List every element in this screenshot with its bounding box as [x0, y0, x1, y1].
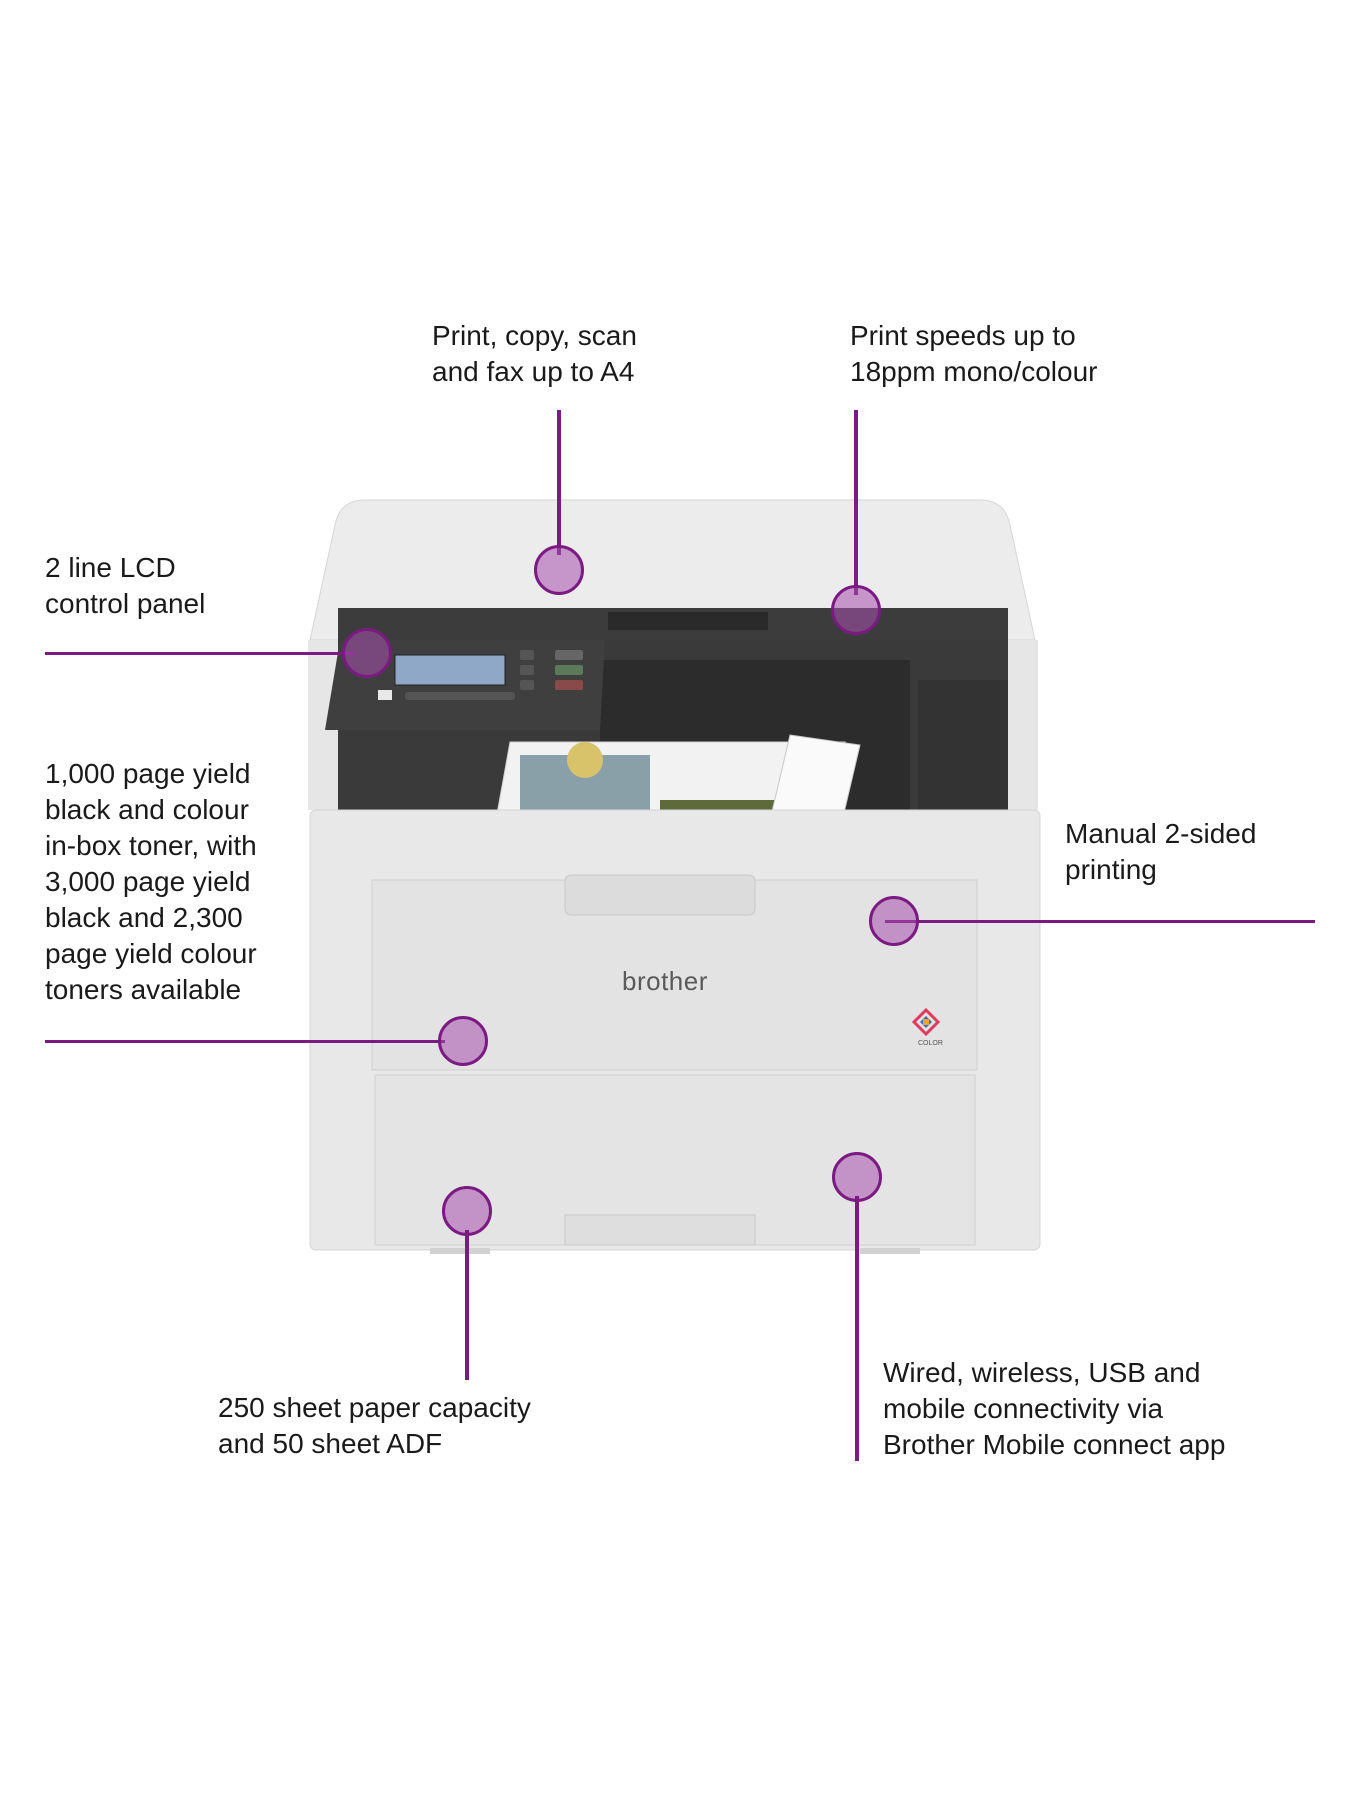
callout-lcd: 2 line LCD control panel	[45, 552, 206, 619]
leader-line-connect	[855, 1196, 859, 1461]
hotspot-dot-lcd[interactable]	[342, 628, 392, 678]
hotspot-dot-toner[interactable]	[438, 1016, 488, 1066]
callout-toner: 1,000 page yield black and colour in-box…	[45, 758, 257, 1005]
hotspot-dot-duplex[interactable]	[869, 896, 919, 946]
brand-logo: brother	[622, 966, 708, 996]
leader-line-duplex	[885, 920, 1315, 923]
callout-a4: Print, copy, scan and fax up to A4	[432, 320, 637, 387]
leader-line-paper	[465, 1230, 469, 1380]
callout-speed: Print speeds up to 18ppm mono/colour	[850, 320, 1098, 387]
hotspot-dot-connect[interactable]	[832, 1152, 882, 1202]
hotspot-dot-a4[interactable]	[534, 545, 584, 595]
leader-line-speed	[854, 410, 858, 595]
callout-connect: Wired, wireless, USB and mobile connecti…	[883, 1357, 1226, 1460]
leader-line-lcd	[45, 652, 355, 655]
leader-line-toner	[45, 1040, 445, 1043]
hotspot-dot-paper[interactable]	[442, 1186, 492, 1236]
hotspot-dot-speed[interactable]	[831, 585, 881, 635]
color-logo-icon	[912, 1008, 940, 1037]
leader-line-a4	[557, 410, 561, 555]
color-badge-text: COLOR	[918, 1040, 943, 1047]
callout-paper: 250 sheet paper capacity and 50 sheet AD…	[218, 1392, 531, 1459]
callout-duplex: Manual 2-sided printing	[1065, 818, 1257, 885]
